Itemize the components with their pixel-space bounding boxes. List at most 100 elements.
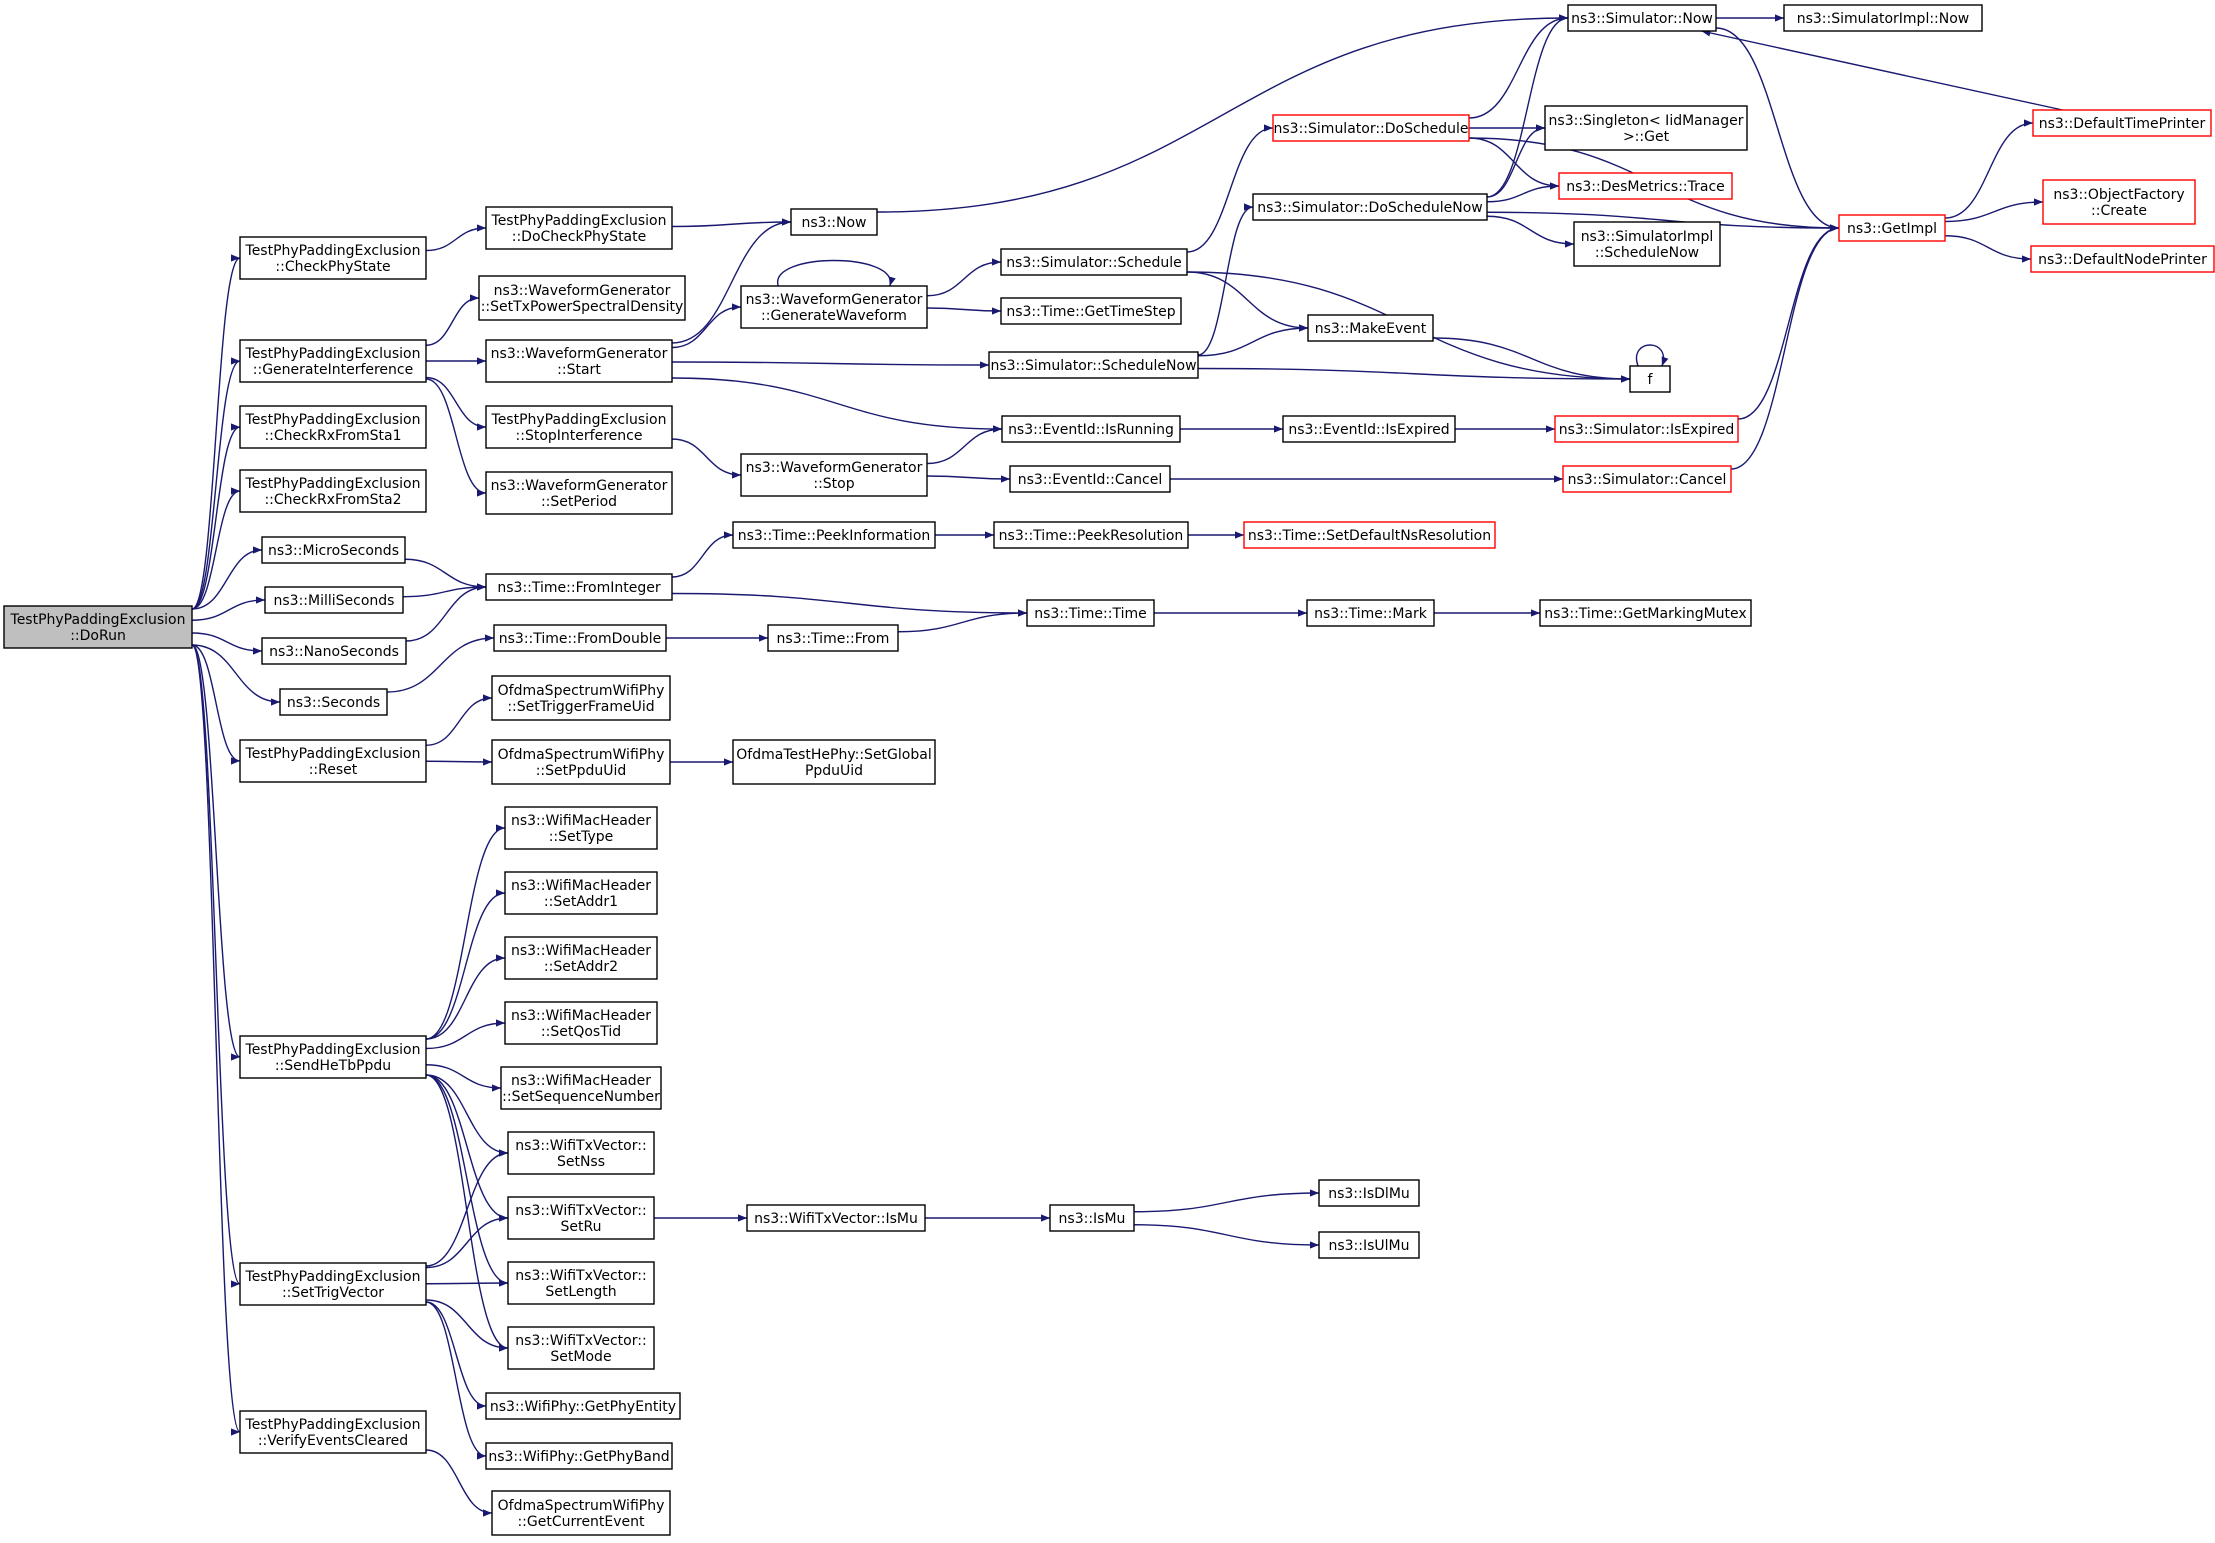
node-box[interactable]	[485, 471, 673, 515]
node-getmarkmutex[interactable]: ns3::Time::GetMarkingMutex	[1539, 599, 1752, 627]
node-getphyband[interactable]: ns3::WifiPhy::GetPhyBand	[485, 1442, 673, 1470]
node-peekinfo[interactable]: ns3::Time::PeekInformation	[732, 521, 936, 549]
node-geninterf[interactable]: TestPhyPaddingExclusion::GenerateInterfe…	[239, 339, 427, 383]
node-box[interactable]	[1306, 599, 1435, 627]
node-box[interactable]	[746, 1204, 926, 1232]
node-box[interactable]	[1544, 105, 1748, 151]
node-box[interactable]	[1282, 415, 1456, 443]
node-mark[interactable]: ns3::Time::Mark	[1306, 599, 1435, 627]
node-box[interactable]	[485, 1442, 673, 1470]
node-box[interactable]	[504, 1001, 658, 1045]
node-wgstart[interactable]: ns3::WaveformGenerator::Start	[485, 339, 673, 383]
node-makeevent[interactable]: ns3::MakeEvent	[1307, 314, 1434, 342]
node-box[interactable]	[1243, 521, 1496, 549]
node-setmode[interactable]: ns3::WifiTxVector::SetMode	[507, 1326, 655, 1370]
node-box[interactable]	[485, 1392, 681, 1420]
node-box[interactable]	[261, 637, 407, 665]
node-settxpsd[interactable]: ns3::WaveformGenerator::SetTxPowerSpectr…	[478, 275, 686, 321]
node-box[interactable]	[1562, 465, 1732, 493]
node-box[interactable]	[1318, 1179, 1420, 1207]
node-setnss[interactable]: ns3::WifiTxVector::SetNss	[507, 1131, 655, 1175]
node-box[interactable]	[1000, 297, 1182, 325]
node-simcancel[interactable]: ns3::Simulator::Cancel	[1562, 465, 1732, 493]
node-micro[interactable]: ns3::MicroSeconds	[261, 536, 406, 564]
node-box[interactable]	[2042, 179, 2196, 225]
node-getphyentity[interactable]: ns3::WifiPhy::GetPhyEntity	[485, 1392, 681, 1420]
node-box[interactable]	[1554, 415, 1739, 443]
node-settrigvec[interactable]: TestPhyPaddingExclusion::SetTrigVector	[239, 1262, 427, 1306]
node-box[interactable]	[507, 1196, 655, 1240]
node-setperiod[interactable]: ns3::WaveformGenerator::SetPeriod	[485, 471, 673, 515]
node-settrigframe[interactable]: OfdmaSpectrumWifiPhy::SetTriggerFrameUid	[491, 675, 671, 721]
node-isdlmu[interactable]: ns3::IsDlMu	[1318, 1179, 1420, 1207]
node-box[interactable]	[239, 1262, 427, 1306]
node-box[interactable]	[2030, 245, 2215, 273]
node-setru[interactable]: ns3::WifiTxVector::SetRu	[507, 1196, 655, 1240]
node-box[interactable]	[1026, 599, 1155, 627]
node-seconds[interactable]: ns3::Seconds	[279, 688, 388, 716]
node-box[interactable]	[1783, 4, 1983, 32]
node-box[interactable]	[732, 521, 936, 549]
node-box[interactable]	[239, 1410, 427, 1454]
node-box[interactable]	[478, 275, 686, 321]
node-defaultnodeprinter[interactable]: ns3::DefaultNodePrinter	[2030, 245, 2215, 273]
node-setseqnum[interactable]: ns3::WifiMacHeader::SetSequenceNumber	[500, 1066, 662, 1110]
node-cancel[interactable]: ns3::EventId::Cancel	[1009, 465, 1171, 493]
node-checkphystate[interactable]: TestPhyPaddingExclusion::CheckPhyState	[239, 236, 427, 280]
node-setaddr1[interactable]: ns3::WifiMacHeader::SetAddr1	[504, 871, 658, 915]
node-box[interactable]	[279, 688, 388, 716]
node-box[interactable]	[485, 405, 673, 449]
node-simimplschednow[interactable]: ns3::SimulatorImpl::ScheduleNow	[1573, 221, 1721, 267]
node-box[interactable]	[988, 351, 1199, 379]
node-box[interactable]	[239, 339, 427, 383]
node-box[interactable]	[491, 675, 671, 721]
node-box[interactable]	[3, 605, 193, 649]
node-box[interactable]	[740, 453, 928, 497]
node-box[interactable]	[993, 521, 1189, 549]
node-gettimestep[interactable]: ns3::Time::GetTimeStep	[1000, 297, 1182, 325]
node-box[interactable]	[485, 573, 673, 601]
node-box[interactable]	[491, 1490, 671, 1536]
node-stopinterf[interactable]: TestPhyPaddingExclusion::StopInterferenc…	[485, 405, 673, 449]
node-box[interactable]	[1009, 465, 1171, 493]
node-genwave[interactable]: ns3::WaveformGenerator::GenerateWaveform	[740, 285, 928, 329]
node-docheckphystate[interactable]: TestPhyPaddingExclusion::DoCheckPhyState	[485, 206, 673, 250]
node-box[interactable]	[500, 1066, 662, 1110]
node-box[interactable]	[507, 1326, 655, 1370]
node-frominteger[interactable]: ns3::Time::FromInteger	[485, 573, 673, 601]
node-simschednow[interactable]: ns3::Simulator::ScheduleNow	[988, 351, 1199, 379]
node-checkrx2[interactable]: TestPhyPaddingExclusion::CheckRxFromSta2	[239, 469, 427, 513]
node-box[interactable]	[504, 936, 658, 980]
node-simisexpired[interactable]: ns3::Simulator::IsExpired	[1554, 415, 1739, 443]
node-simimplnow[interactable]: ns3::SimulatorImpl::Now	[1783, 4, 1983, 32]
node-doschedulenow[interactable]: ns3::Simulator::DoScheduleNow	[1252, 193, 1488, 221]
node-isexpired[interactable]: ns3::EventId::IsExpired	[1282, 415, 1456, 443]
node-box[interactable]	[1567, 4, 1717, 32]
node-box[interactable]	[507, 1261, 655, 1305]
node-box[interactable]	[1558, 172, 1733, 200]
node-box[interactable]	[239, 739, 427, 783]
node-dorun[interactable]: TestPhyPaddingExclusion::DoRun	[3, 605, 193, 649]
node-now[interactable]: ns3::Now	[790, 208, 878, 236]
node-setppduuid[interactable]: OfdmaSpectrumWifiPhy::SetPpduUid	[491, 739, 671, 785]
node-f[interactable]: f	[1629, 365, 1671, 393]
node-verifyevents[interactable]: TestPhyPaddingExclusion::VerifyEventsCle…	[239, 1410, 427, 1454]
node-sendhetb[interactable]: TestPhyPaddingExclusion::SendHeTbPpdu	[239, 1035, 427, 1079]
node-checkrx1[interactable]: TestPhyPaddingExclusion::CheckRxFromSta1	[239, 405, 427, 449]
node-box[interactable]	[767, 624, 899, 652]
node-ismu[interactable]: ns3::IsMu	[1049, 1204, 1135, 1232]
node-wgstop[interactable]: ns3::WaveformGenerator::Stop	[740, 453, 928, 497]
node-box[interactable]	[239, 405, 427, 449]
node-box[interactable]	[504, 806, 658, 850]
node-singleton[interactable]: ns3::Singleton< IidManager>::Get	[1544, 105, 1748, 151]
node-box[interactable]	[2032, 109, 2212, 137]
node-defaulttimeprinter[interactable]: ns3::DefaultTimePrinter	[2032, 109, 2212, 137]
node-box[interactable]	[1049, 1204, 1135, 1232]
node-isulmu[interactable]: ns3::IsUlMu	[1318, 1231, 1420, 1259]
node-setlength[interactable]: ns3::WifiTxVector::SetLength	[507, 1261, 655, 1305]
node-box[interactable]	[1252, 193, 1488, 221]
node-box[interactable]	[239, 1035, 427, 1079]
node-nano[interactable]: ns3::NanoSeconds	[261, 637, 407, 665]
node-box[interactable]	[1318, 1231, 1420, 1259]
node-objectfactory[interactable]: ns3::ObjectFactory::Create	[2042, 179, 2196, 225]
